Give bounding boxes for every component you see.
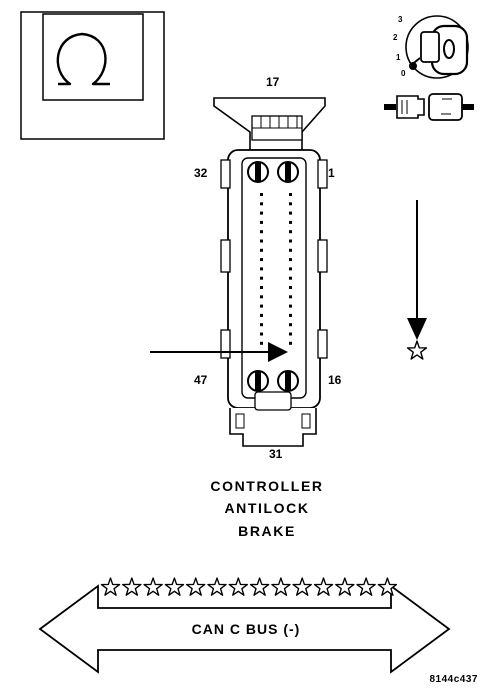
connector-pin [260,220,263,224]
connector-pin [260,193,263,196]
connector-pin [289,276,292,280]
connector-pin [289,313,292,317]
star-icon [228,577,249,596]
star-icon [356,577,376,596]
connector-pin [260,267,263,271]
star-icon [406,340,428,360]
star-icon [122,577,142,596]
connector-pin [289,267,292,271]
star-icon [292,577,312,596]
ignition-position-3: 3 [398,15,403,24]
pin-label-47: 47 [194,373,208,387]
connector-pin [260,230,263,234]
connector-pin [289,248,292,252]
can-bus-label: CAN C BUS (-) [192,621,301,637]
abs-module-connector [213,97,328,447]
ignition-position-2: 2 [393,33,398,42]
star-icon [271,577,291,596]
star-icon [335,577,355,596]
connector-pin [289,286,292,289]
connector-pin [260,332,263,336]
pin-label-31: 31 [269,447,283,461]
module-name-line-1: CONTROLLER [210,478,323,494]
star-icon [143,577,163,596]
connector-pin [260,341,263,345]
connector-pin [260,313,263,317]
pin-label-1: 1 [328,166,335,180]
connector-pin [260,276,263,280]
star-icon [249,577,270,596]
star-icon [313,577,334,596]
connector-pin [260,211,263,215]
connector-pin [289,332,292,336]
connector-pin [260,295,263,299]
down-arrow-icon [407,200,427,340]
connector-pin [260,304,263,308]
pin-label-17: 17 [266,75,280,89]
connector-pin [260,286,263,289]
ignition-key-icon: 3 2 1 0 [393,15,469,79]
connector-pin [289,295,292,299]
connector-pin [289,258,292,262]
ignition-position-0: 0 [401,69,406,78]
connector-pin [260,323,263,327]
pin-label-16: 16 [328,373,342,387]
star-icon [207,577,227,596]
connector-pin [289,323,292,327]
connector-pin [260,258,263,262]
connector-pin-grid [260,193,292,345]
figure-code: 8144c437 [430,674,479,685]
connector-pin [260,239,263,243]
star-icon [164,577,185,596]
key-fob-connector-icon [384,93,474,121]
module-name-line-3: BRAKE [238,523,296,539]
pin-label-32: 32 [194,166,208,180]
connector-pin [289,239,292,243]
module-name-line-2: ANTILOCK [224,500,309,516]
connector-pin [289,211,292,215]
star-icon [100,577,121,596]
connector-pin [289,202,292,206]
connector-pin [289,230,292,234]
star-icon [185,577,206,596]
connector-pin [289,304,292,308]
double-arrow-icon [38,584,451,674]
connector-pin [260,248,263,252]
right-arrow-icon [150,342,288,362]
connector-pin [260,202,263,206]
connector-pin [289,220,292,224]
ignition-position-1: 1 [396,53,401,62]
connector-pin [289,193,292,196]
omega-symbol-icon [20,11,165,140]
connector-pin [289,341,292,345]
star-row [100,577,398,596]
